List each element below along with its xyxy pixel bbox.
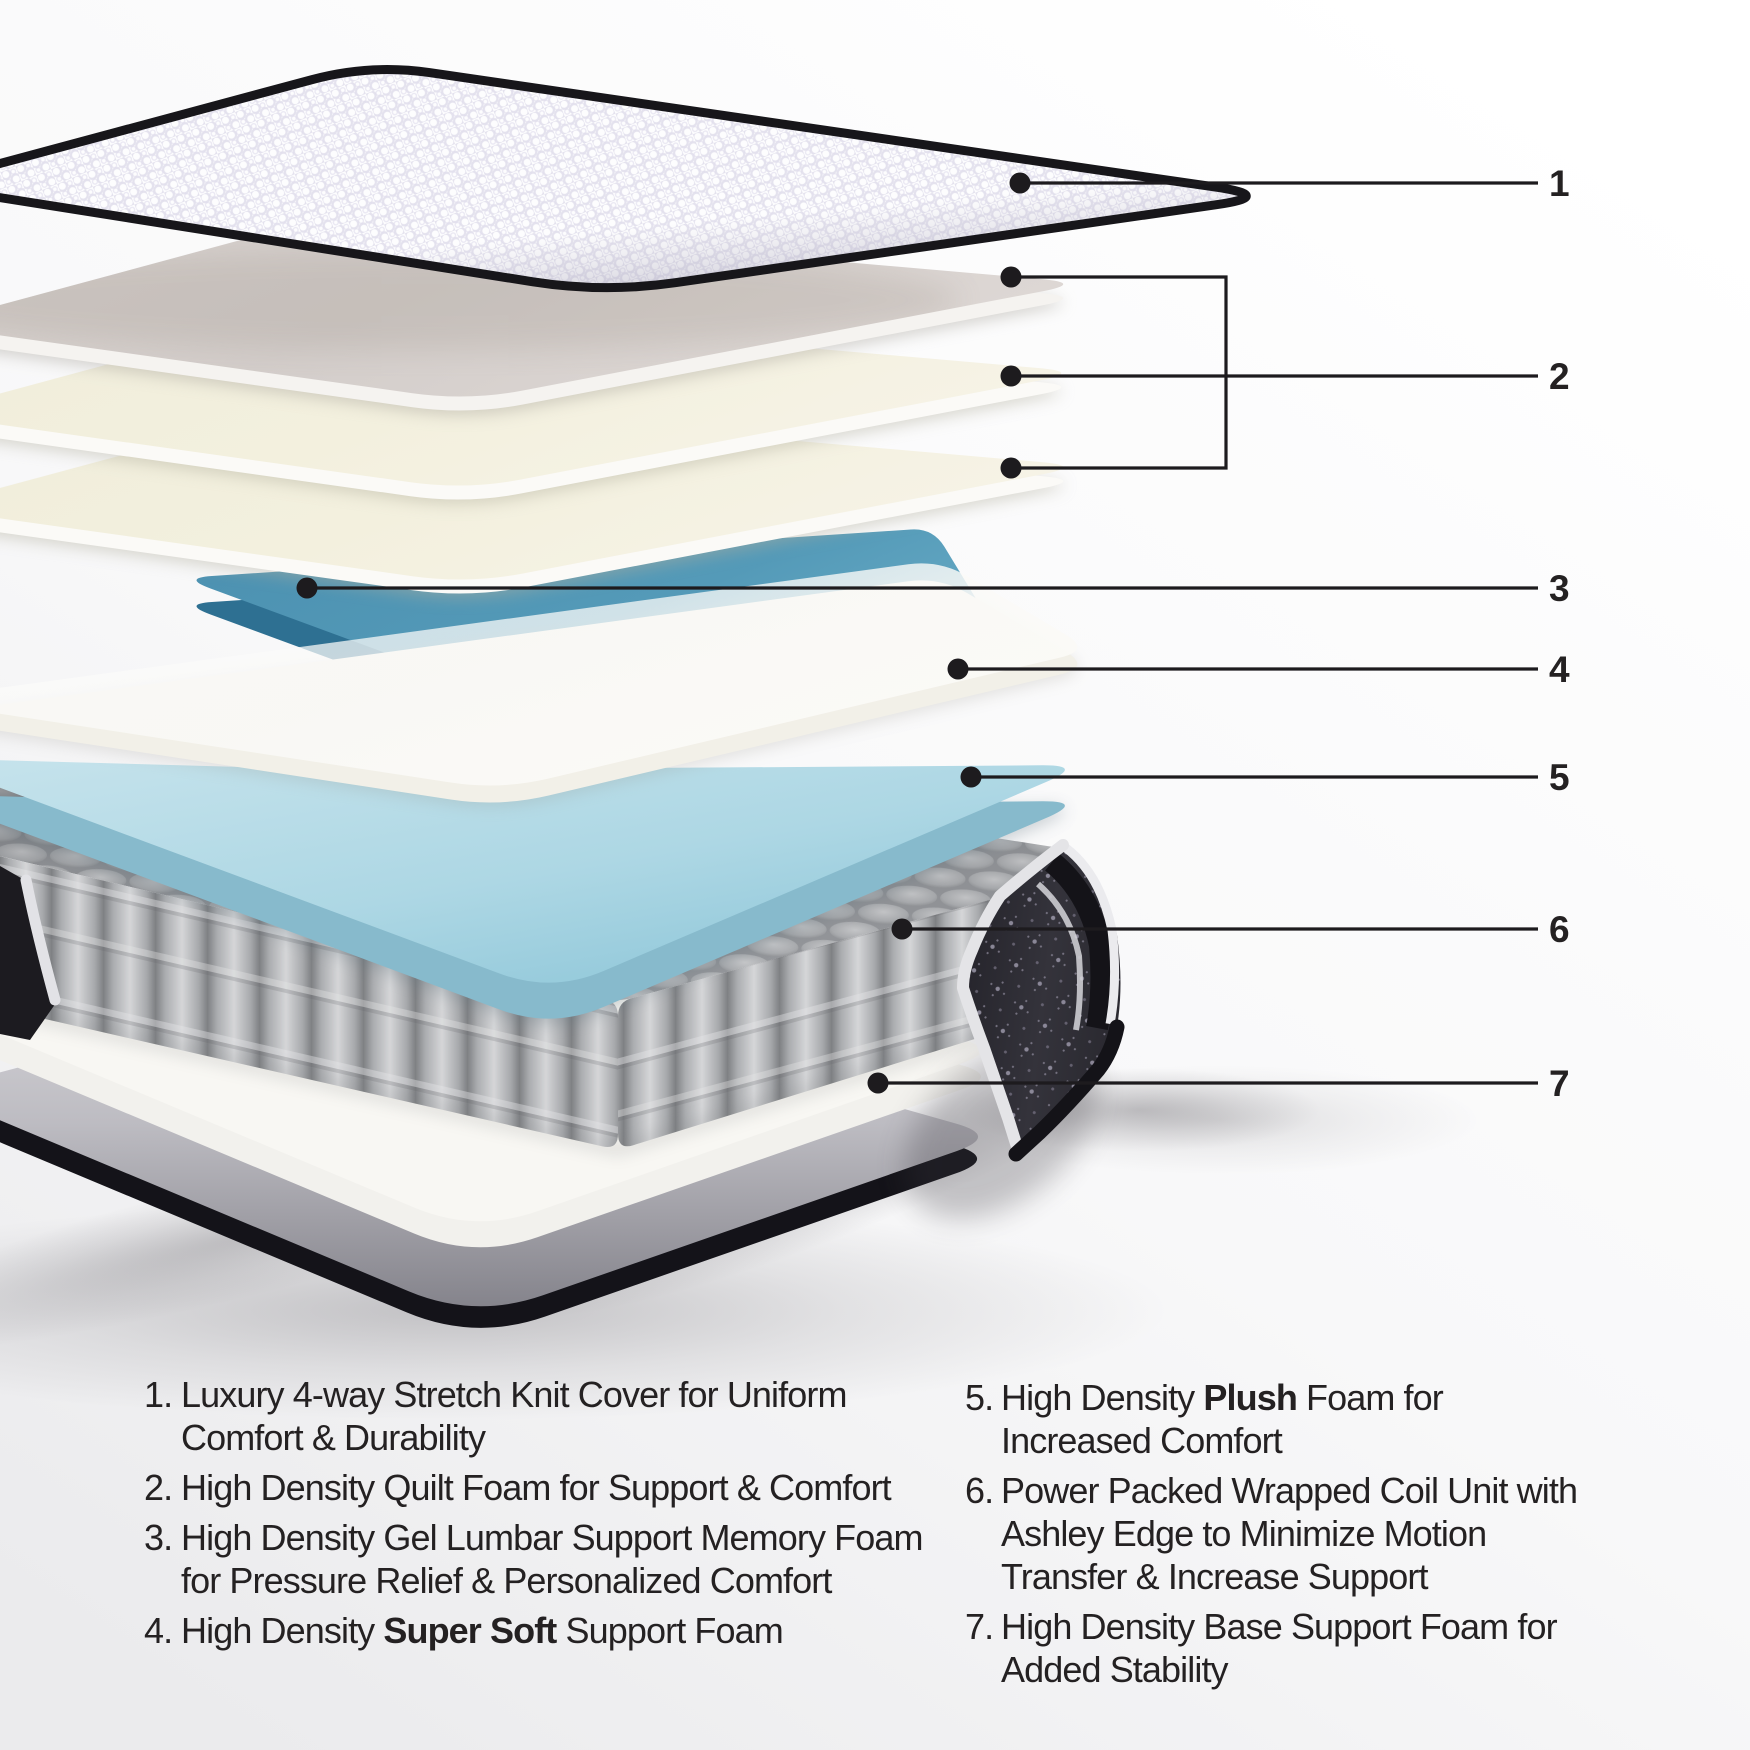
legend-item: 2. High Density Quilt Foam for Support &… (144, 1466, 974, 1509)
legend-item-text: High Density Plush Foam for Increased Co… (1001, 1376, 1605, 1462)
legend-text-pre: Added Stability (1001, 1649, 1229, 1690)
legend-line: for Pressure Relief & Personalized Comfo… (181, 1559, 974, 1602)
callout-7-dot (867, 1072, 889, 1094)
legend-item-number: 1. (144, 1374, 173, 1415)
panel-top-roll (1044, 853, 1113, 1030)
coil-front-right-face (618, 898, 1010, 1147)
legend-text-bold: Plush (1203, 1377, 1297, 1418)
legend-text-pre: Increased Comfort (1001, 1420, 1283, 1461)
legend-line: High Density Super Soft Support Foam (181, 1609, 974, 1652)
layer-1-cover (0, 65, 1251, 293)
legend-line: Increased Comfort (1001, 1419, 1605, 1462)
legend-text-bold: Super Soft (383, 1610, 557, 1651)
legend-line: Luxury 4-way Stretch Knit Cover for Unif… (181, 1373, 974, 1416)
legend-item: 7. High Density Base Support Foam for Ad… (965, 1605, 1605, 1691)
legend-right-column: 5. High Density Plush Foam for Increased… (965, 1376, 1605, 1698)
callout-3-number: 3 (1549, 568, 1570, 609)
callout-2-bracket (1011, 275, 1228, 470)
callout-3-dot (296, 577, 318, 599)
callout-5: 5 (960, 757, 1570, 798)
legend-text-pre: Power Packed Wrapped Coil Unit with (1001, 1470, 1578, 1511)
legend-item-number: 5. (965, 1377, 994, 1418)
legend-left-column: 1. Luxury 4-way Stretch Knit Cover for U… (144, 1373, 974, 1659)
left-cut-fabric (0, 866, 58, 1040)
callout-2-dot-b (1000, 365, 1022, 387)
coil-contact-shadow (0, 1005, 1012, 1154)
callout-2-dot-c (1000, 457, 1022, 479)
legend-line: Added Stability (1001, 1648, 1605, 1691)
panel-bottom-piping (1008, 1019, 1125, 1162)
callout-5-dot (960, 766, 982, 788)
callout-1-number: 1 (1549, 163, 1570, 204)
callout-2-number: 2 (1549, 356, 1570, 397)
legend-line: Power Packed Wrapped Coil Unit with (1001, 1469, 1605, 1512)
legend-item: 5. High Density Plush Foam for Increased… (965, 1376, 1605, 1462)
legend-item-text: High Density Super Soft Support Foam (181, 1609, 974, 1652)
callout-2-dot-a (1000, 266, 1022, 288)
panel-lower-tape (1036, 881, 1083, 1031)
legend-item: 3. High Density Gel Lumbar Support Memor… (144, 1516, 974, 1602)
legend-item-text: Luxury 4-way Stretch Knit Cover for Unif… (181, 1373, 974, 1459)
callout-7: 7 (867, 1063, 1570, 1104)
legend-line: High Density Base Support Foam for (1001, 1605, 1605, 1648)
legend-item-number: 7. (965, 1606, 994, 1647)
cover-shading (0, 69, 1247, 288)
callout-6-number: 6 (1549, 909, 1570, 950)
legend-text-pre: Transfer & Increase Support (1001, 1556, 1428, 1597)
legend-item: 1. Luxury 4-way Stretch Knit Cover for U… (144, 1373, 974, 1459)
legend-item-number: 4. (144, 1610, 173, 1651)
callout-7-number: 7 (1549, 1063, 1570, 1104)
legend-text-pre: High Density Quilt Foam for Support & Co… (181, 1467, 892, 1508)
legend-text-pre: Comfort & Durability (181, 1417, 486, 1458)
callout-1-dot (1009, 172, 1031, 194)
legend-line: High Density Gel Lumbar Support Memory F… (181, 1516, 974, 1559)
left-cut-tape (20, 874, 61, 1006)
legend-text-pre: for Pressure Relief & Personalized Comfo… (181, 1560, 832, 1601)
callouts: 2 1 3 4 5 6 7 (296, 163, 1570, 1104)
panel-fabric-dots (963, 845, 1121, 1152)
layer-4-soft-foam (0, 563, 1078, 807)
layer-5-plush-foam (0, 760, 1065, 1024)
legend-text-pre: High Density Base Support Foam for (1001, 1606, 1558, 1647)
legend-item: 4. High Density Super Soft Support Foam (144, 1609, 974, 1652)
legend-text-pre: High Density (181, 1610, 384, 1651)
side-panel-right (957, 839, 1125, 1162)
legend-text-post: Foam for (1296, 1377, 1444, 1418)
legend-item-text: High Density Base Support Foam for Added… (1001, 1605, 1605, 1691)
legend-line: Ashley Edge to Minimize Motion (1001, 1512, 1605, 1555)
callout-4-dot (947, 658, 969, 680)
callout-1: 1 (1009, 163, 1570, 204)
callout-2: 2 (1000, 266, 1570, 479)
legend-text-pre: High Density Gel Lumbar Support Memory F… (181, 1517, 923, 1558)
legend-line: Transfer & Increase Support (1001, 1555, 1605, 1598)
callout-6: 6 (891, 909, 1570, 950)
plush-foam-top (0, 760, 1065, 983)
legend-item-text: High Density Gel Lumbar Support Memory F… (181, 1516, 974, 1602)
legend-item-number: 3. (144, 1517, 173, 1558)
legend-line: High Density Plush Foam for (1001, 1376, 1605, 1419)
legend-item: 6. Power Packed Wrapped Coil Unit with A… (965, 1469, 1605, 1598)
legend-text-pre: Ashley Edge to Minimize Motion (1001, 1513, 1487, 1554)
legend-item-text: Power Packed Wrapped Coil Unit with Ashl… (1001, 1469, 1605, 1598)
legend-text-pre: Luxury 4-way Stretch Knit Cover for Unif… (181, 1374, 847, 1415)
callout-4-number: 4 (1549, 649, 1570, 690)
callout-6-dot (891, 918, 913, 940)
legend-item-number: 2. (144, 1467, 173, 1508)
legend-item-text: High Density Quilt Foam for Support & Co… (181, 1466, 974, 1509)
callout-5-number: 5 (1549, 757, 1570, 798)
legend-text-post: Support Foam (556, 1610, 784, 1651)
cover-piping (0, 65, 1251, 293)
callout-3: 3 (296, 568, 1570, 609)
soft-foam-top (0, 563, 1078, 786)
legend-line: Comfort & Durability (181, 1416, 974, 1459)
legend-line: High Density Quilt Foam for Support & Co… (181, 1466, 974, 1509)
side-panel-left-cut (0, 866, 61, 1040)
legend-text-pre: High Density (1001, 1377, 1204, 1418)
panel-cut-tape (957, 839, 1069, 1156)
callout-4: 4 (947, 649, 1570, 690)
legend-item-number: 6. (965, 1470, 994, 1511)
coil-front-left-face (0, 856, 618, 1147)
